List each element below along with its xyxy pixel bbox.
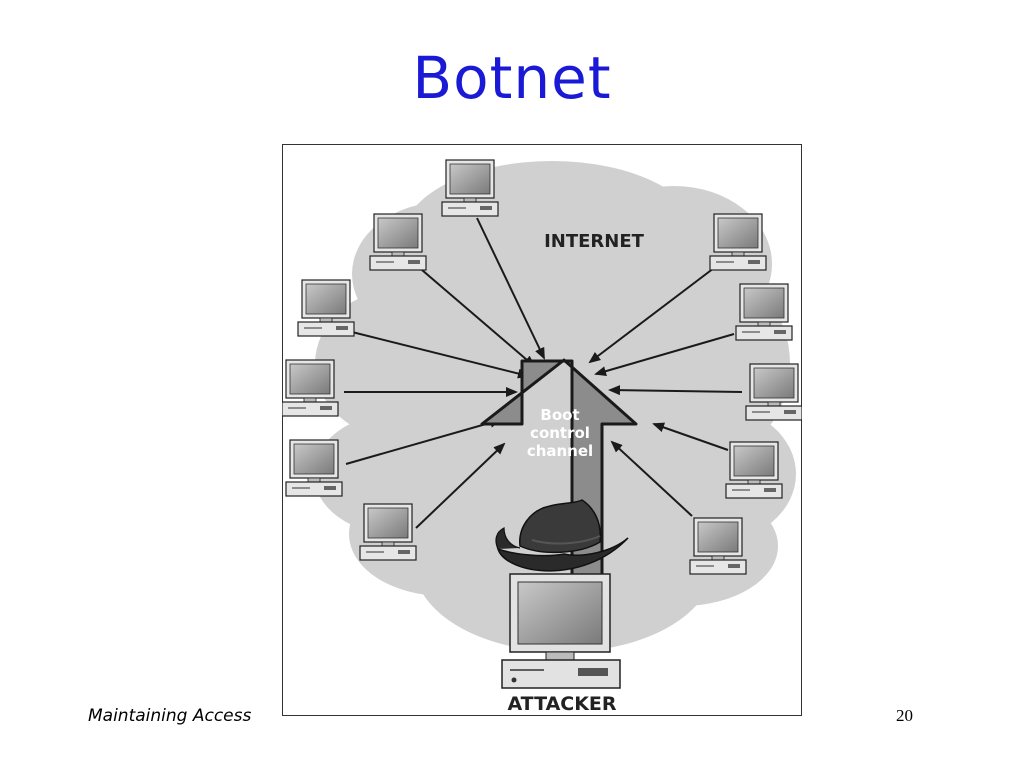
- bot-computer-icon: [689, 517, 747, 575]
- bot-computer-icon: [285, 439, 343, 497]
- internet-label: INTERNET: [544, 231, 645, 252]
- slide-title: Botnet: [412, 44, 612, 112]
- bot-arrow: [476, 217, 545, 360]
- black-hat-icon: [495, 499, 629, 572]
- bot-arrow: [351, 331, 530, 379]
- bot-computer-icon: [441, 159, 499, 217]
- bot-arrow: [345, 417, 502, 465]
- attacker-computer-icon: [501, 573, 621, 689]
- bot-computer-icon: [297, 279, 355, 337]
- bot-computer-icon: [709, 213, 767, 271]
- bot-computer-icon: [369, 213, 427, 271]
- bot-arrow: [588, 267, 715, 364]
- footer-text: Maintaining Access: [88, 706, 252, 726]
- bot-arrow: [652, 422, 729, 451]
- bot-computer-icon: [745, 363, 802, 421]
- attacker-label: ATTACKER: [507, 693, 616, 715]
- bot-computer-icon: [725, 441, 783, 499]
- bot-arrow: [610, 440, 693, 517]
- bot-computer-icon: [735, 283, 793, 341]
- bot-arrows: [344, 217, 743, 529]
- botnet-diagram: INTERNET Boot control channel ATTACKER: [282, 144, 802, 716]
- bot-computer-icon: [282, 359, 339, 417]
- bot-arrow: [594, 333, 735, 377]
- bot-arrow: [421, 269, 536, 368]
- bot-arrow: [415, 442, 506, 529]
- channel-label-line-1: Boot: [540, 406, 579, 424]
- bot-computer-icon: [359, 503, 417, 561]
- bot-arrow: [608, 385, 743, 396]
- channel-label-line-2: control: [530, 424, 590, 442]
- page-number: 20: [896, 706, 913, 725]
- channel-label-line-3: channel: [527, 442, 593, 460]
